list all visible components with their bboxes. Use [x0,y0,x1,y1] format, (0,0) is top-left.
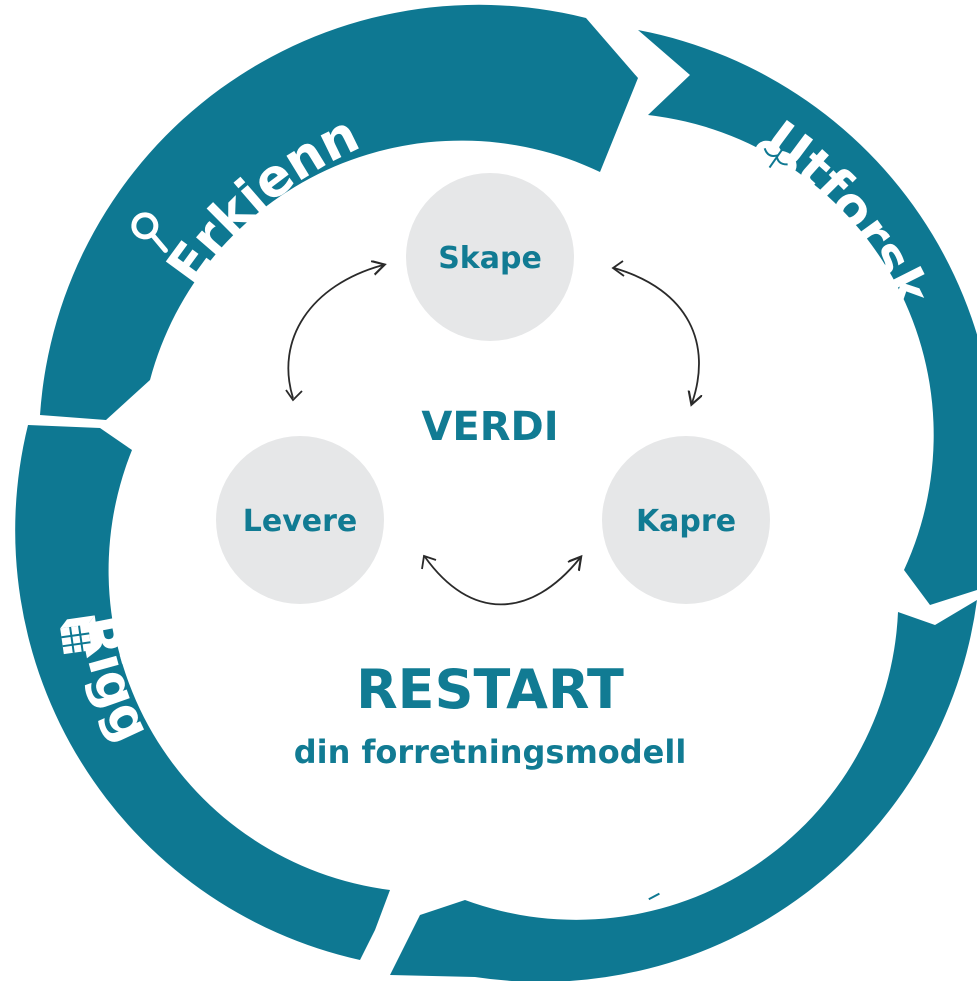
center-subtitle: din forretningsmodell [294,733,687,771]
arrowhead-levere [285,389,303,402]
bubble-skape[interactable]: Skape [406,173,574,341]
magnifier-icon [131,212,168,253]
value-cycle-arrows [285,260,699,606]
center-value-label: VERDI [421,404,558,450]
lightbulb-icon [632,867,663,905]
ring-segment-utforsk[interactable] [638,30,977,605]
cube-icon [60,615,99,655]
ring-segment-test[interactable] [390,600,977,982]
cycle-ring [15,4,977,982]
bubble-kapre[interactable]: Kapre [602,436,770,604]
bubble-levere[interactable]: Levere [216,436,384,604]
ring-segment-rigg[interactable] [15,425,390,960]
ring-segment-erkjenn[interactable] [40,4,638,420]
arrow-skape-kapre [613,267,699,403]
bubble-label-kapre: Kapre [636,504,736,539]
arrowhead-levere-bottom [421,554,437,570]
bubble-label-skape: Skape [438,241,542,276]
bubble-label-levere: Levere [243,504,358,539]
arrow-levere-kapre [424,557,580,606]
center-title: RESTART [356,658,624,721]
brain-icon [755,140,797,177]
arrowhead-skape-right [611,260,625,277]
arrow-levere-skape [287,265,383,399]
